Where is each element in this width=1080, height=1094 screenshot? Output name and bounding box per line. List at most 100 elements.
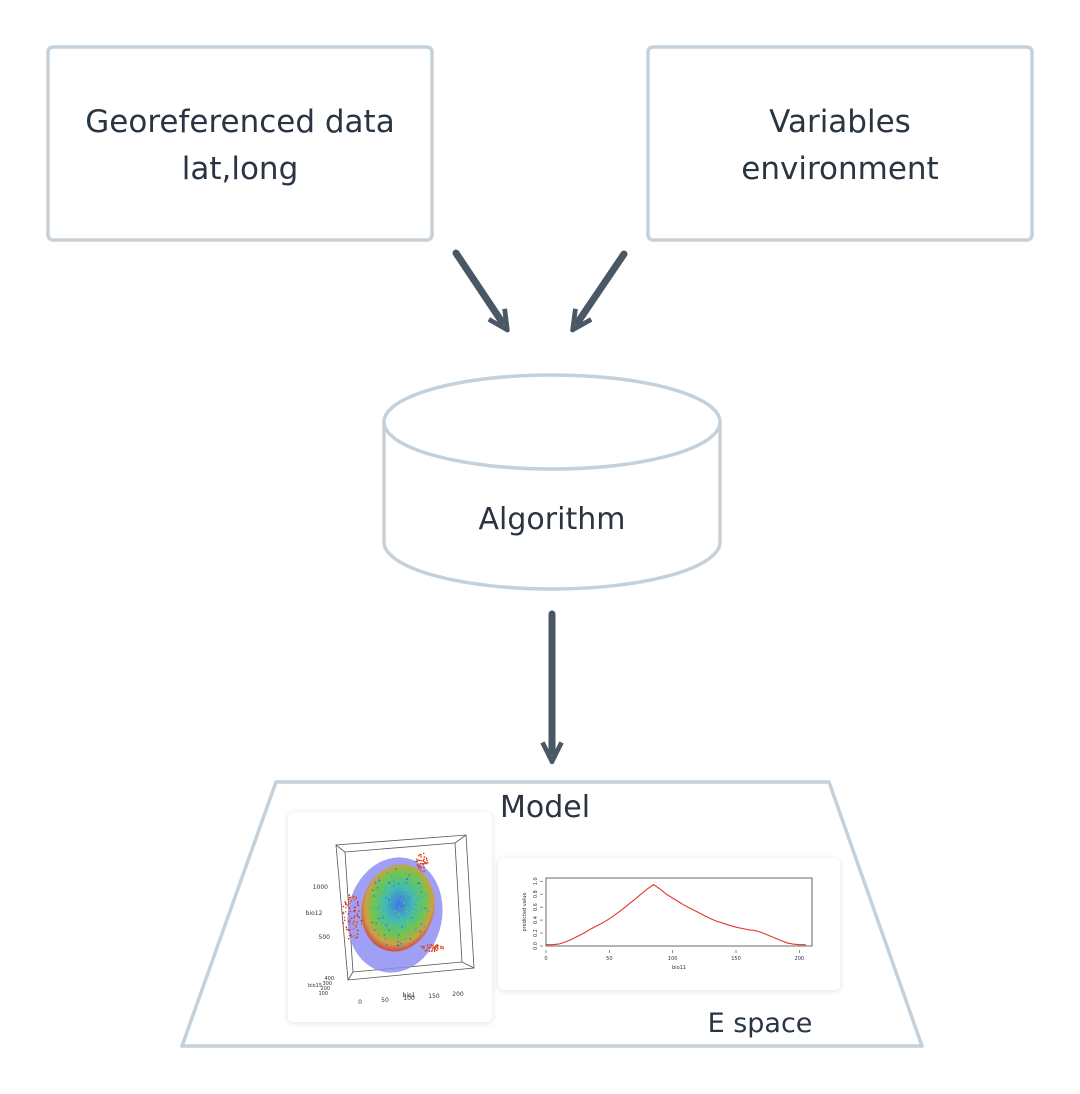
scatter-point [401,917,403,919]
y-tick-1000: 1000 [313,884,328,891]
scatter-point [349,910,352,913]
model-label: Model [500,790,590,825]
scatter-point [386,901,389,904]
scatter-point [348,894,351,896]
scatter-point [421,901,424,903]
scatter-point [356,913,359,915]
scatter-point [409,923,411,926]
scatter-point [424,907,427,910]
scatter-point [385,897,387,899]
scatter-point [417,859,420,861]
scatter3d-axis-labels: 1000 500 bio12 0 50 100 150 200 bio1 400… [306,884,464,1006]
scatter-point [356,933,359,935]
scatter-point [356,921,358,923]
scatter-point [345,906,347,909]
scatter-point [381,938,384,941]
scatter-point [421,899,424,901]
e-space-label: E space [708,1008,813,1039]
scatter-point [425,858,428,860]
scatter-point [400,895,403,897]
scatter-point [401,905,404,908]
scatter-point [387,899,390,901]
scatter-point [404,897,407,900]
y-tick-label: 0.2 [533,929,539,937]
y-tick-label: 1.0 [533,877,539,885]
scatter-point [420,923,423,925]
scatter-point [383,909,385,912]
scatter-point [413,910,416,913]
scatter-point [354,937,357,939]
scatter-point [356,915,359,917]
scatter-point [343,916,346,919]
y-axis-label: bio12 [306,910,323,917]
georef-label-line1: Georeferenced data [85,104,394,140]
scatter-point [395,907,398,909]
scatter-point [408,892,410,894]
scatter-point [424,861,426,863]
scatter-point [393,875,396,877]
scatter-point [431,949,434,952]
scatter-point [419,862,422,865]
x-tick-label: 100 [668,956,678,962]
scatter-point [356,936,359,939]
scatter-point [378,879,380,882]
scatter-point [416,860,419,862]
scatter-point [423,866,426,868]
scatter-point [374,908,377,910]
scatter-point [384,937,387,940]
scatter-point [350,934,352,936]
scatter-point [424,862,426,865]
scatter-point [386,925,389,928]
scatter-point [399,944,401,947]
scatter-point [395,868,397,870]
x-axis-label: bio11 [672,965,686,971]
scatter-point [350,917,353,919]
scatter-point [424,949,426,952]
scatter-point [415,880,417,883]
scatter-point [348,900,350,903]
scatter-point [426,907,428,909]
scatter-point [433,947,436,949]
scatter-point [351,936,353,938]
scatter-point [342,922,344,924]
scatter-point [422,897,425,899]
scatter-point [407,919,409,922]
scatter-point [417,878,419,881]
scatter-point [385,918,388,921]
scatter-point [397,937,399,940]
scatter-point [348,907,351,909]
scatter-point [419,888,421,890]
scatter-point [412,908,414,911]
scatter-point [440,945,442,948]
scatter-point [393,930,396,933]
scatter-point [360,922,363,925]
scatter-point [342,905,345,908]
scatter-point [404,886,407,888]
scatter-point [372,904,374,907]
scatter-point [408,910,410,913]
scatter-point [406,877,408,880]
georef-label-line2: lat,long [182,151,299,187]
scatter-point [423,926,426,928]
scatter-point [353,915,356,917]
scatter-point [396,944,399,947]
scatter-point [385,912,388,915]
scatter-point [353,895,355,898]
x-tick-label: 200 [795,956,805,962]
scatter-point [374,894,377,896]
scatter-point [436,943,438,946]
scatter-point [344,919,346,922]
scatter-point [348,898,350,901]
scatter-point [425,894,427,897]
scatter-point [419,867,422,869]
scatter-point [417,863,419,866]
z-tick-100: 100 [318,991,328,997]
scatter-point [436,949,438,952]
scatter-point [420,859,423,862]
scatter-point [353,935,356,937]
scatter-point [383,883,386,886]
scatter-point [419,853,421,856]
scatter-point [393,885,395,887]
scatter-point [347,913,350,915]
